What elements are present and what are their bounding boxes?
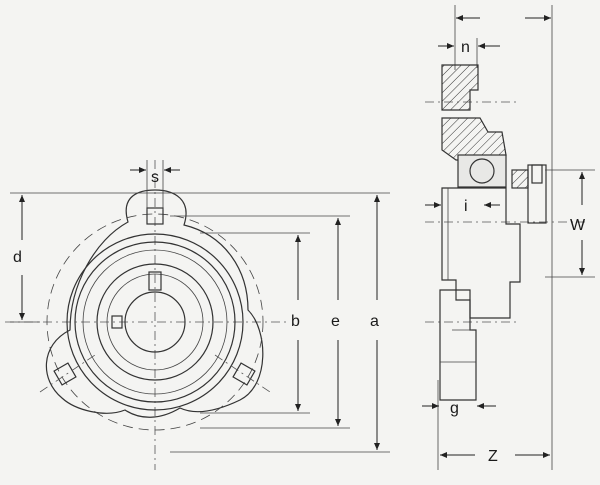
- bearing-inner-ring: [106, 273, 204, 371]
- housing-lower-body: [441, 187, 521, 319]
- bolt-hole-top: [146, 207, 164, 225]
- locking-collar-section: [511, 169, 529, 189]
- bore-circle: [124, 291, 186, 353]
- housing-ring-3: [82, 249, 228, 395]
- dim-label-z: Z: [488, 448, 498, 465]
- set-screw-slot-left: [111, 315, 123, 329]
- housing-ring-outer: [66, 233, 244, 411]
- flange-lower: [439, 289, 477, 401]
- housing-top-section: [441, 117, 507, 161]
- housing-ring-2: [74, 241, 236, 403]
- bolt-axis-right: [214, 354, 271, 393]
- dim-label-i: i: [464, 198, 468, 215]
- dim-label-g: g: [450, 400, 459, 417]
- dim-label-b: b: [291, 313, 300, 330]
- dim-label-n: n: [461, 39, 470, 56]
- dim-label-e: e: [331, 313, 340, 330]
- bearing-ball: [469, 158, 495, 184]
- bearing-outer-race: [457, 154, 507, 188]
- dim-label-s: s: [151, 169, 159, 186]
- bolt-hole-right: [232, 362, 256, 386]
- bearing-outer-ring: [96, 263, 214, 381]
- envelope-circle: [46, 213, 264, 431]
- shaft-extension: [527, 164, 547, 224]
- set-screw-slot-top: [148, 271, 162, 291]
- side-section-view: n i W g Z: [422, 5, 595, 470]
- flange-top-section: [441, 64, 479, 111]
- bolt-hole-left: [53, 362, 77, 386]
- front-view: s d b e a: [5, 160, 390, 470]
- flange-outline: [45, 189, 264, 418]
- dim-label-d: d: [13, 249, 22, 266]
- dim-label-a: a: [370, 313, 379, 330]
- bolt-axis-left: [39, 354, 96, 393]
- dim-label-w: W: [570, 217, 586, 234]
- set-screw: [531, 164, 543, 184]
